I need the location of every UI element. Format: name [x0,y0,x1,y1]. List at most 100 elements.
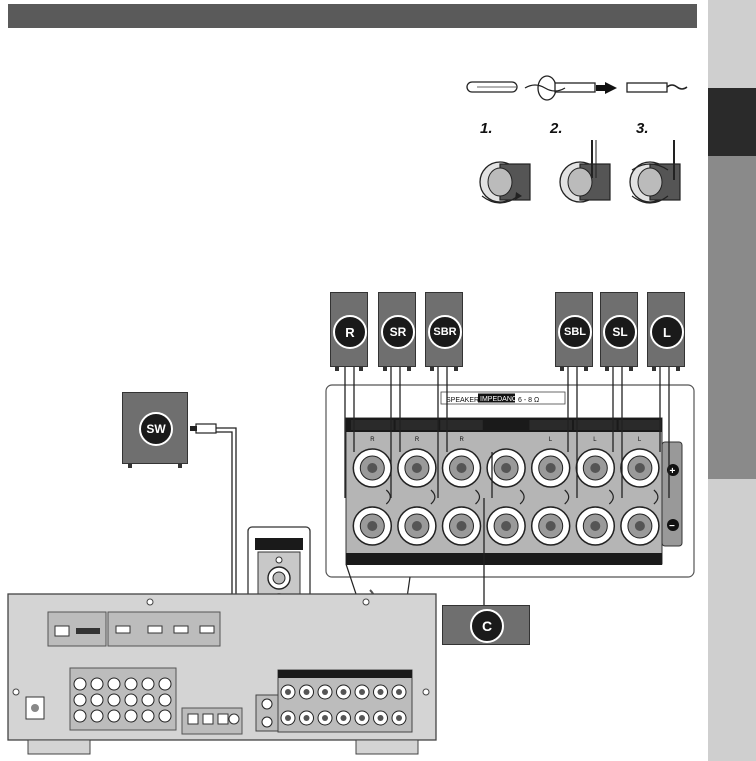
terminal-hole [545,463,556,473]
subwoofer-speaker: SW [122,392,188,468]
speaker-surround-left: SL [600,292,638,371]
channel-side-label: R [460,437,465,443]
wire-loop [519,489,525,505]
channel-header [395,420,439,430]
receiver-terminal-hole [285,689,291,695]
receiver-terminal-hole [322,689,328,695]
speaker-front-left: L [647,292,685,371]
channel-header [618,420,662,430]
receiver-speaker-terminals [280,684,407,726]
channel-side-label: R [415,437,420,443]
badge-front-left: L [650,315,684,349]
terminal-hole [456,521,467,531]
receiver-terminal-hole [285,715,291,721]
side-tab-top[interactable] [708,0,756,88]
terminal-hole [634,463,645,473]
receiver-terminal-hole [303,689,310,695]
receiver-terminal-hole [303,715,310,721]
side-tab-section[interactable] [708,156,756,479]
plus-sign: + [670,466,676,477]
speaker-surround-back-right: SBR [425,292,463,371]
badge-front-right: R [333,315,367,349]
rca-jack [73,709,87,723]
rca-jack [141,709,155,723]
terminal-hole [411,463,422,473]
av-receiver [7,593,437,755]
rca-jack [90,677,104,691]
wire-loop [564,489,570,505]
badge-surround-left: SL [603,315,637,349]
rca-jack-grid [73,677,172,723]
rca-jack [141,693,155,707]
terminal-steps-illustration [479,140,681,204]
step-3-label: 3. [636,120,649,137]
step-2-terminal-icon [559,140,611,203]
impedance-label-suffix: 6 - 8 Ω [518,397,539,404]
receiver-terminal-hole [340,715,347,721]
rca-jack [124,709,138,723]
twist-wire-icon [524,75,596,101]
rca-jack [73,677,87,691]
channel-side-label: L [549,437,553,443]
speaker-front-right: R [330,292,368,371]
channel-header [484,420,528,430]
receiver-terminal-hole [377,689,384,695]
rca-jack [124,677,138,691]
receiver-terminal-hole [322,715,328,721]
receiver-terminal-hole [377,715,384,721]
impedance-label-prefix: SPEAKER [446,397,479,404]
rca-jack [158,709,172,723]
section-header-bar [8,4,697,28]
terminal-hole [501,521,512,531]
impedance-label-highlight: IMPEDANCE [480,396,522,403]
channel-side-label: R [370,437,375,443]
receiver-terminal-hole [396,715,402,721]
side-tab-bottom[interactable] [708,479,756,761]
channel-header [574,420,617,430]
terminal-hole [367,463,378,473]
badge-surround-right: SR [381,315,415,349]
wire-loop [653,489,659,505]
channel-header [351,420,394,430]
channel-header [529,420,572,430]
rca-jack [73,693,87,707]
rca-jack [158,677,172,691]
badge-subwoofer: SW [139,412,173,446]
receiver-terminal-hole [396,689,402,695]
badge-center: C [470,609,504,643]
channel-side-label: L [638,437,642,443]
wire-loop [608,489,614,505]
rca-jack [90,709,104,723]
insulated-wire-icon [466,81,518,93]
terminal-hole [367,521,378,531]
wire-loop [475,489,481,505]
speaker-wires [344,367,670,605]
terminal-hole [634,521,645,531]
receiver-terminal-hole [340,689,347,695]
terminal-hole [590,521,601,531]
twisted-wire-icon [626,82,688,93]
badge-surround-back-right: SBR [428,315,462,349]
step-3-terminal-icon [629,140,681,204]
wire-loop [430,489,436,505]
terminal-hole [545,521,556,531]
rca-jack [107,677,121,691]
terminal-hole [456,463,467,473]
speaker-surround-back-left: SBL [555,292,593,371]
step-2-label: 2. [550,120,563,137]
side-tab-active[interactable] [708,88,756,156]
rca-jack [107,693,121,707]
receiver-terminal-hole [359,715,365,721]
step-1-label: 1. [480,120,493,137]
rca-jack [124,693,138,707]
speaker-surround-right: SR [378,292,416,371]
arrow-right-icon [596,82,617,94]
step-1-terminal-icon [479,161,531,204]
receiver-terminal-hole [359,689,365,695]
rca-jack [141,677,155,691]
channel-side-label: L [593,437,597,443]
rca-jack [90,693,104,707]
terminal-hole [411,521,422,531]
